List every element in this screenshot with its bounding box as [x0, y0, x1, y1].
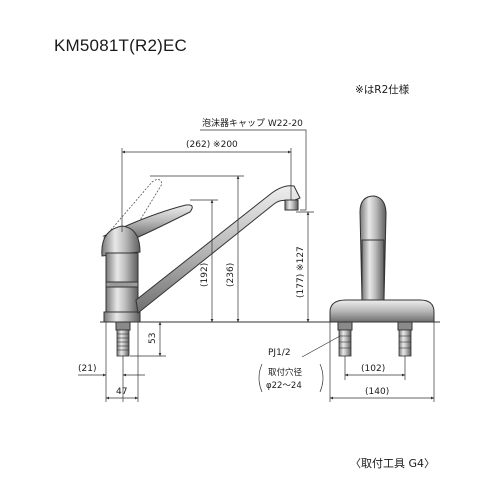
hole-label-2: φ22～24 — [266, 381, 302, 391]
side-thread-right — [397, 321, 413, 331]
pipe-label: PJ1/2 — [268, 348, 291, 358]
side-body — [361, 239, 385, 303]
aerator-label: 泡沫器キャップ W22-20 — [202, 117, 303, 129]
supply-thread-left — [115, 321, 131, 331]
hole-label-bracket-left — [258, 363, 263, 393]
lever-raised-ghost — [103, 179, 163, 241]
outlet-height-label: (177) ※127 — [296, 246, 306, 298]
base-height-label: 53 — [148, 333, 158, 344]
fixing-tool-label: 〈取付工具 G4〉 — [350, 457, 436, 470]
side-thread-left — [337, 321, 353, 331]
spout-height-label: (192) — [200, 263, 210, 287]
total-height-label: (236) — [226, 263, 236, 287]
faucet-base — [103, 311, 141, 323]
side-base-plate — [329, 299, 435, 323]
aerator — [284, 199, 299, 211]
hole-label-1: 取付穴径 — [268, 367, 303, 378]
faucet-spout — [135, 185, 301, 314]
hole-label-bracket-right — [319, 363, 324, 393]
faucet-body-ring — [105, 281, 139, 288]
width-label: (140) — [365, 387, 389, 397]
r2-spec-note: ※はR2仕様 — [355, 84, 410, 96]
side-pipe-right — [398, 329, 412, 357]
aerator-leader — [200, 129, 307, 211]
reach-label: (262) ※200 — [186, 140, 238, 150]
pipe-leader — [301, 335, 341, 358]
pitch-label: (102) — [361, 364, 385, 374]
side-pipe-left — [338, 329, 352, 357]
base-width-label: 47 — [116, 387, 127, 397]
supply-pipe-left — [116, 329, 130, 357]
model-number: KM5081T(R2)EC — [54, 36, 187, 55]
offset-label: (21) — [78, 364, 96, 374]
